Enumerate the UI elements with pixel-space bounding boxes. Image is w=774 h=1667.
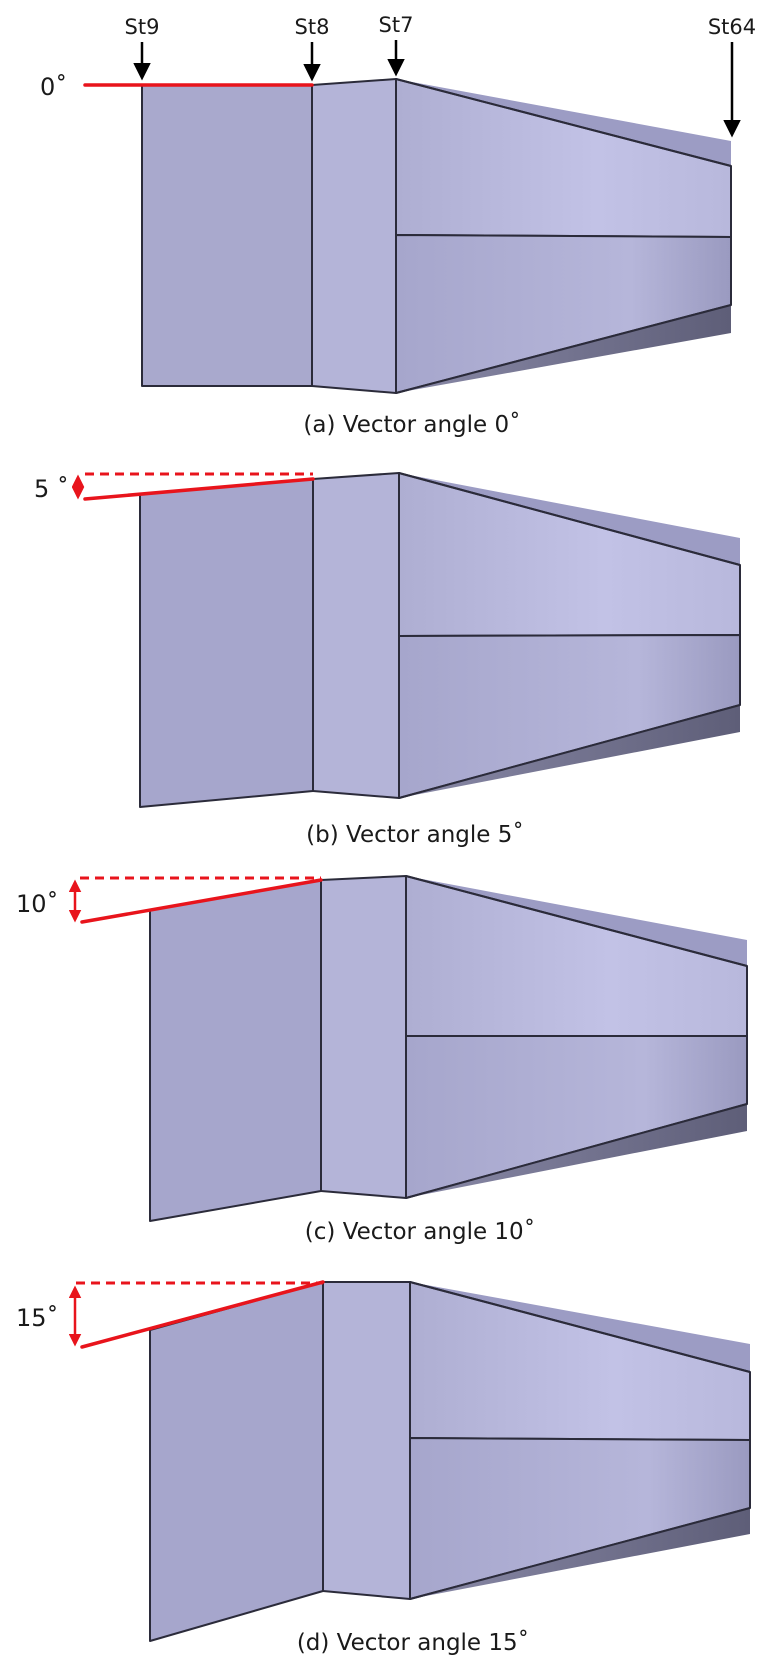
- station-label-st8: St8: [295, 15, 330, 39]
- panel-a: 0˚ (a) Vector angle 0˚: [40, 73, 732, 438]
- vectored-reference-line: [80, 878, 323, 924]
- segment-st8-st7: [322, 1281, 411, 1600]
- cone-lower-face: [409, 1437, 751, 1600]
- cone-lower-face: [398, 634, 741, 799]
- panel-c: 10˚ (c) Vector angle 10˚: [16, 875, 748, 1245]
- cone-lower-face: [395, 234, 732, 394]
- angle-label: 5 ˚: [34, 475, 69, 503]
- station-markers: St9 St8 St7 St64: [125, 13, 756, 138]
- cone-upper-face: [405, 875, 748, 1037]
- segment-st9-st8: [139, 478, 314, 808]
- station-label-st7: St7: [379, 13, 414, 37]
- cone-upper-face: [398, 472, 741, 637]
- cone-upper-face: [409, 1281, 751, 1441]
- cone-upper-face: [395, 78, 732, 238]
- panel-caption: (b) Vector angle 5˚: [306, 821, 524, 848]
- panel-d: 15˚ (d) Vector angle 15˚: [16, 1280, 751, 1656]
- segment-st8-st7: [312, 472, 400, 799]
- panel-caption: (a) Vector angle 0˚: [303, 411, 520, 438]
- segment-st9-st8: [141, 84, 313, 387]
- vectored-reference-line: [83, 477, 315, 501]
- vectored-reference-line: [80, 1280, 325, 1349]
- angle-label: 0˚: [40, 73, 67, 101]
- segment-st8-st7: [311, 78, 397, 394]
- segment-st9-st8: [149, 879, 322, 1222]
- station-label-st9: St9: [125, 15, 160, 39]
- angle-label: 10˚: [16, 890, 59, 918]
- segment-st8-st7: [320, 875, 407, 1199]
- angle-label: 15˚: [16, 1304, 59, 1332]
- panel-caption: (d) Vector angle 15˚: [297, 1629, 529, 1656]
- segment-st9-st8: [149, 1281, 324, 1642]
- station-label-st64: St64: [708, 15, 756, 39]
- panel-b: 5 ˚ (b) Vector angle 5˚: [34, 472, 741, 848]
- cone-lower-face: [405, 1035, 748, 1199]
- panel-caption: (c) Vector angle 10˚: [305, 1218, 535, 1245]
